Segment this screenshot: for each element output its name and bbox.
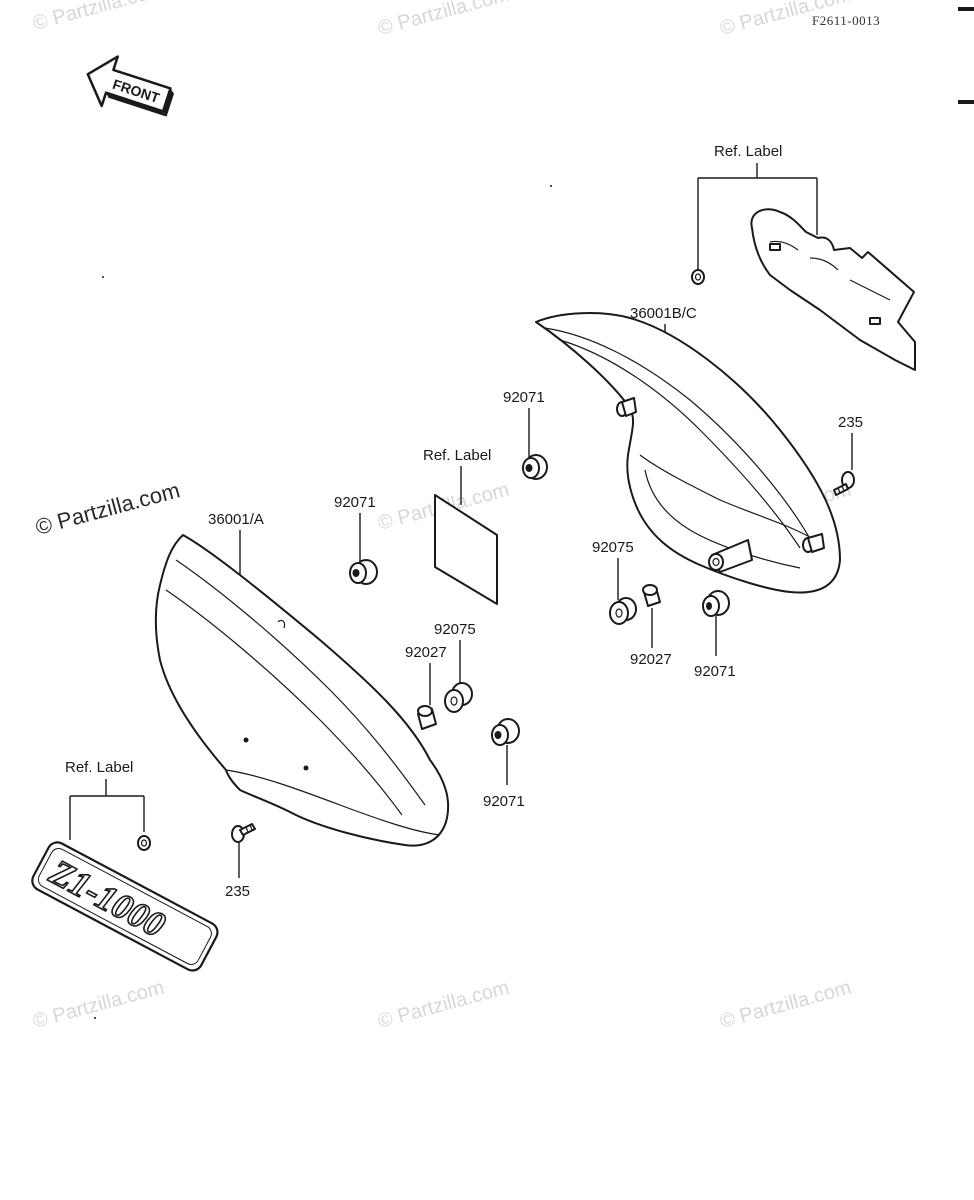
screw-235-left [231,823,256,843]
emblem-plate-right [750,208,916,371]
emblem-z1-1000: Z1-1000 [31,841,219,972]
ref-label-mid: Ref. Label [423,447,491,464]
label-92075-right: 92075 [592,539,634,556]
label-36001bc: 36001B/C [630,305,697,322]
edge-mark-top [958,7,974,11]
bushing-92075-center [444,682,473,713]
side-cover-left [154,534,450,847]
watermark-top-left: © Partzilla.com [31,0,167,35]
side-cover-right [535,312,841,594]
bushing-92075-right [609,597,637,625]
speck-1 [550,185,552,187]
grommet-92071-top [522,454,548,480]
label-36001a: 36001/A [208,511,264,528]
label-92027-center: 92027 [405,644,447,661]
label-nut-top [691,269,705,285]
watermark-bottom-center: © Partzilla.com [376,977,512,1033]
label-92071-right: 92071 [694,663,736,680]
ref-label-sheet [434,494,498,605]
label-92075-center: 92075 [434,621,476,638]
collar-92027-right [642,584,661,607]
label-235-left: 235 [225,883,250,900]
edge-mark-mid [958,100,974,104]
label-235-right: 235 [838,414,863,431]
watermark-bottom-right: © Partzilla.com [718,977,854,1033]
screw-235-right [833,471,855,496]
ref-label-bottom-bracket [69,779,145,840]
grommet-92071-bottom [491,718,520,746]
grommet-92071-left [349,559,378,585]
watermark-bottom-left: © Partzilla.com [31,977,167,1033]
grommet-92071-right [702,590,730,617]
label-92071-left: 92071 [334,494,376,511]
label-92027-right: 92027 [630,651,672,668]
collar-92027-center [417,705,437,730]
front-arrow-icon: FRONT [86,55,174,117]
ref-label-top: Ref. Label [714,143,782,160]
figure-code: F2611-0013 [812,13,880,28]
watermark-mid-left: © Partzilla.com [33,477,183,540]
speck-2 [102,276,104,278]
label-92071-top: 92071 [503,389,545,406]
watermark-top-center: © Partzilla.com [376,0,512,40]
ref-label-bottom: Ref. Label [65,759,133,776]
speck-3 [94,1017,96,1019]
label-92071-bottom: 92071 [483,793,525,810]
ref-label-top-bracket [697,163,818,270]
label-nut-bottom [137,835,151,851]
